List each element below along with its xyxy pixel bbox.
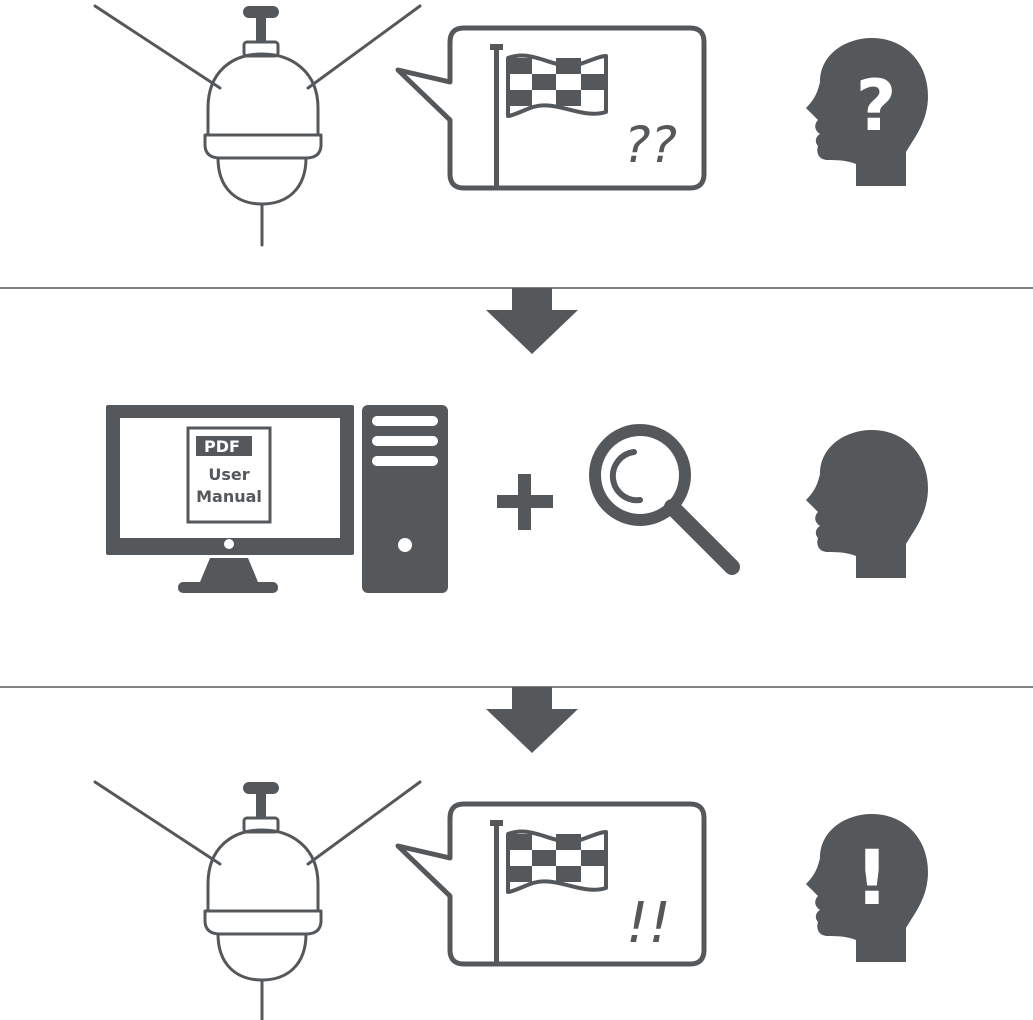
doc-line-user: User (208, 465, 249, 484)
checkered-flag-icon (488, 42, 608, 190)
exclamation-marks: !! (626, 891, 671, 956)
speed-dome-camera-icon (93, 780, 422, 1020)
question-marks: ?? (624, 116, 677, 174)
speed-dome-camera-icon (93, 4, 422, 247)
magnifier-icon (589, 424, 740, 575)
plus-icon (497, 474, 553, 530)
computer-tower-icon (362, 405, 448, 593)
pdf-document: PDF User Manual (186, 426, 272, 524)
step-1: ?? ? (93, 4, 928, 247)
head-silhouette-icon (806, 430, 928, 578)
step-2: PDF User Manual (106, 405, 928, 593)
doc-line-manual: Manual (196, 487, 262, 506)
head-exclamation-mark: ! (855, 833, 890, 922)
down-arrow-icon (486, 288, 578, 354)
step-3: !! ! (93, 780, 928, 1020)
pdf-tag: PDF (204, 437, 240, 456)
checkered-flag-icon (488, 818, 608, 966)
head-question-mark: ? (856, 65, 897, 147)
down-arrow-icon (486, 687, 578, 753)
